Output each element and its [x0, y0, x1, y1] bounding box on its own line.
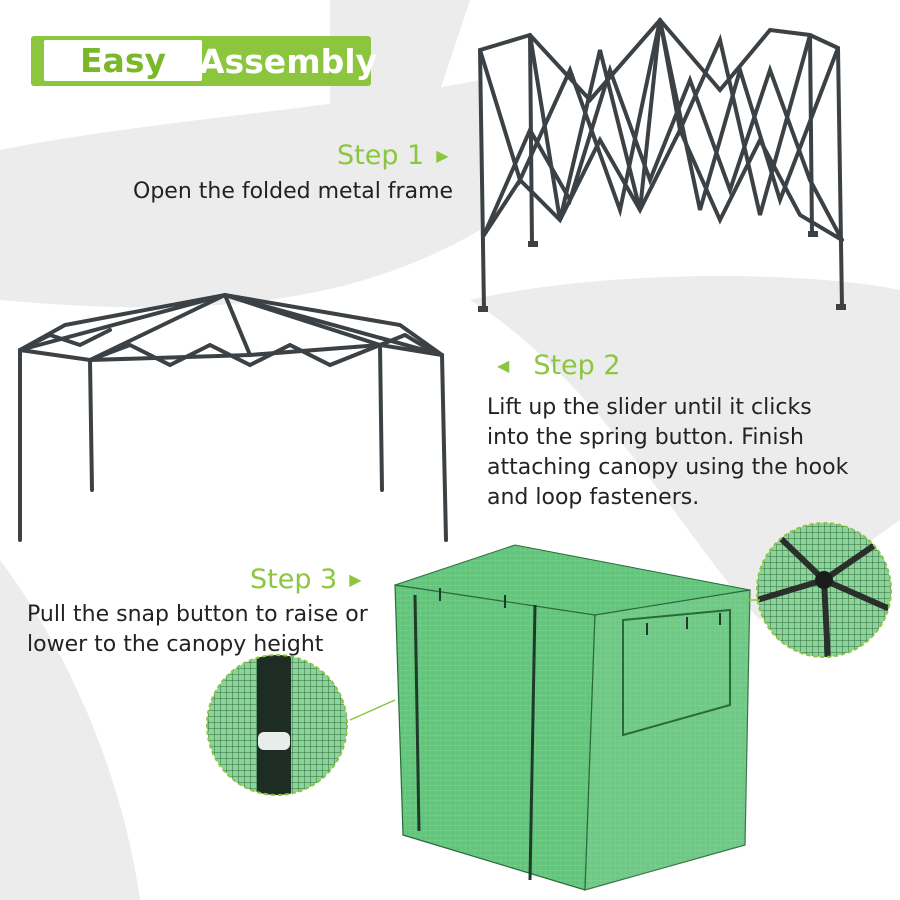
step-3-desc-line: lower to the canopy height: [27, 632, 324, 657]
snap-button-detail-zoom: [206, 654, 348, 796]
arrow-left-icon: ◀: [497, 356, 510, 375]
easy-assembly-badge: Easy Assembly: [31, 36, 378, 86]
arrow-right-icon: ▶: [436, 146, 449, 165]
step-3-description: Pull the snap button to raise or lower t…: [27, 600, 368, 660]
step-1-description: Open the folded metal frame: [133, 177, 453, 207]
step-2-desc-line: into the spring button. Finish: [487, 425, 804, 450]
greenhouse-illustration: [394, 544, 751, 891]
step-2-desc-line: and loop fasteners.: [487, 485, 700, 510]
step-2-title: ◀ Step 2: [497, 350, 621, 381]
step-1-desc-line: Open the folded metal frame: [133, 179, 454, 204]
step-3-title: Step 3 ▶: [250, 564, 362, 595]
step-2-desc-line: Lift up the slider until it clicks: [487, 395, 812, 420]
folded-frame-illustration: [478, 16, 846, 312]
badge-left-label: Easy: [44, 40, 202, 81]
step-2-desc-line: attaching canopy using the hook: [487, 455, 849, 480]
step-1-label: Step 1: [337, 140, 425, 171]
badge-right-label: Assembly: [198, 41, 378, 81]
step-2-description: Lift up the slider until it clicks into …: [487, 393, 848, 513]
step-1-title: Step 1 ▶: [337, 140, 449, 171]
arrow-right-icon: ▶: [349, 570, 362, 589]
step-3-desc-line: Pull the snap button to raise or: [27, 602, 368, 627]
step-2-label: Step 2: [533, 350, 621, 381]
step-3-label: Step 3: [250, 564, 338, 595]
frame-joint-detail-zoom: [756, 522, 892, 658]
expanded-frame-illustration: [18, 292, 448, 542]
